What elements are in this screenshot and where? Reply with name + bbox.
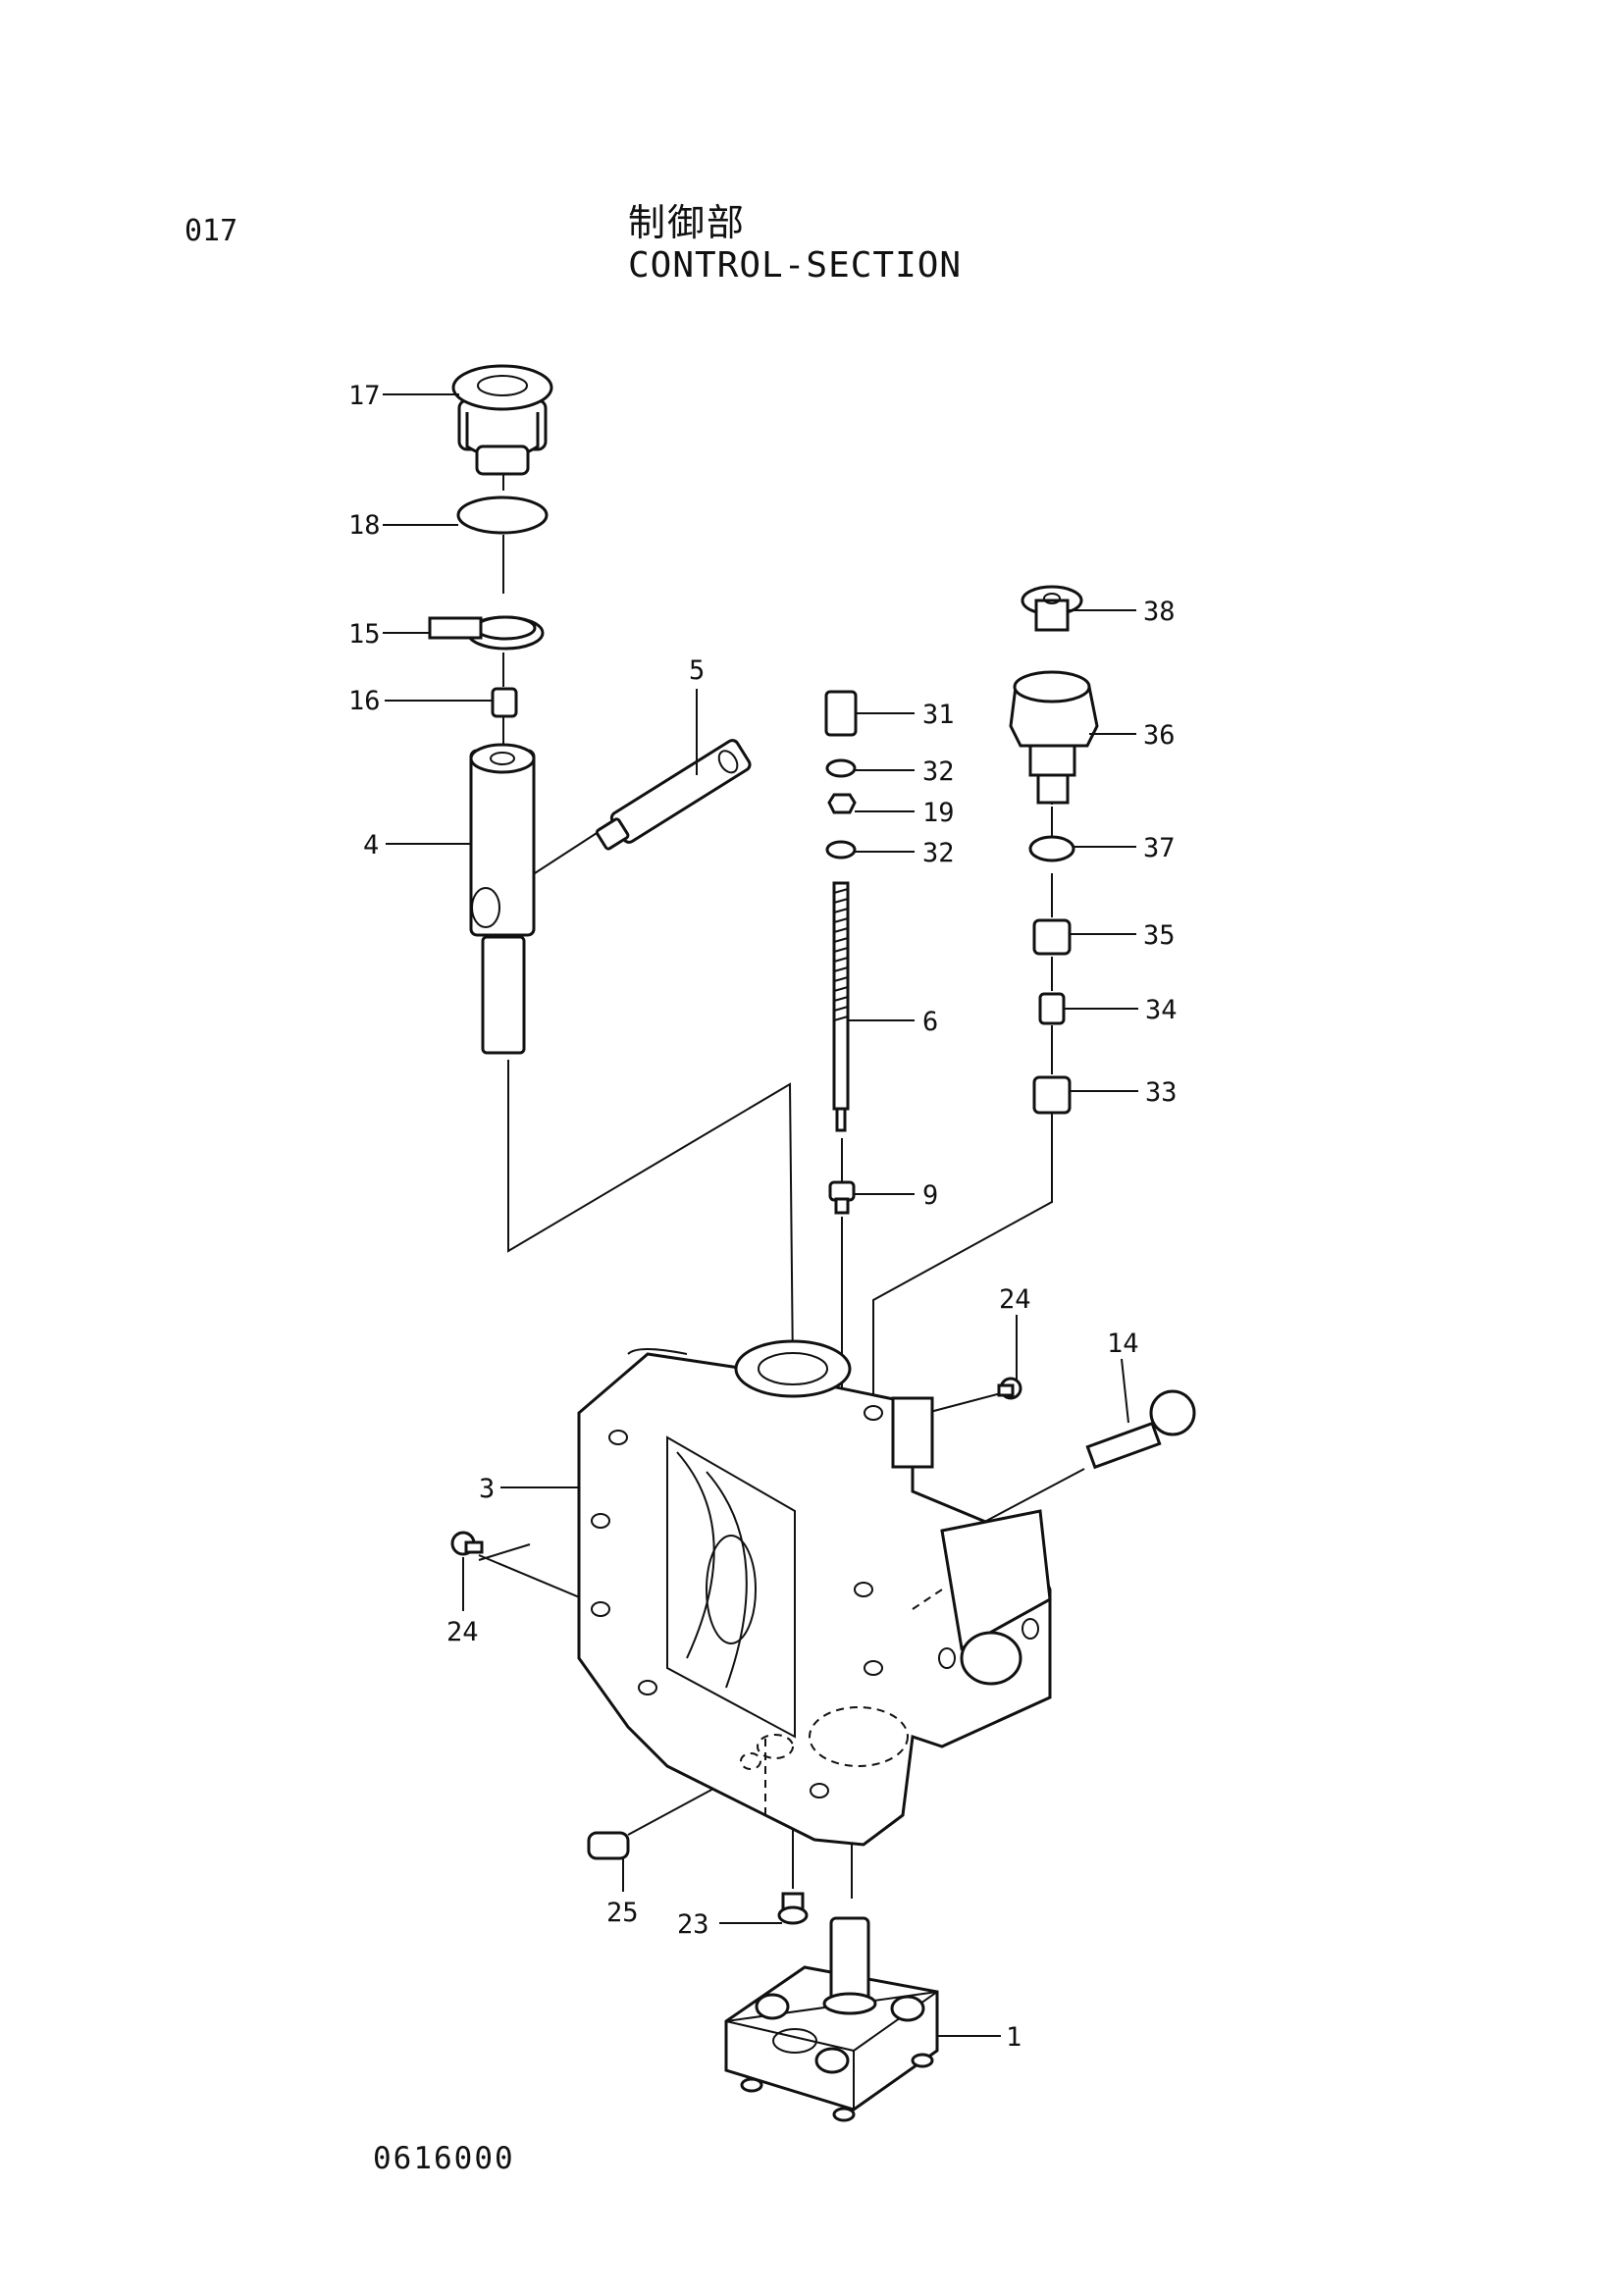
part-14-bolt bbox=[1085, 1389, 1196, 1470]
part-6-rod bbox=[832, 881, 850, 1132]
part-9-screw bbox=[828, 1180, 856, 1215]
part-15-backup-ring bbox=[428, 615, 545, 651]
callout-6: 6 bbox=[922, 1007, 938, 1037]
callout-23: 23 bbox=[677, 1909, 709, 1940]
callout-33: 33 bbox=[1145, 1077, 1178, 1108]
callout-32a: 32 bbox=[922, 756, 955, 787]
part-16-set-screw bbox=[491, 687, 518, 718]
part-3-housing bbox=[577, 1339, 1052, 1847]
callout-32b: 32 bbox=[922, 838, 955, 868]
callout-1: 1 bbox=[1006, 2022, 1022, 2053]
part-33-plug bbox=[1032, 1075, 1072, 1115]
title-english: CONTROL-SECTION bbox=[628, 245, 963, 286]
callout-24b: 24 bbox=[446, 1617, 479, 1647]
part-19-nut bbox=[827, 793, 857, 814]
callout-34: 34 bbox=[1145, 995, 1178, 1025]
callout-31: 31 bbox=[922, 700, 955, 730]
callout-14: 14 bbox=[1107, 1329, 1139, 1359]
callout-4: 4 bbox=[363, 830, 379, 860]
part-35-spring-seat bbox=[1032, 918, 1072, 956]
part-25-pin bbox=[587, 1831, 630, 1860]
leader-lines bbox=[383, 393, 1138, 2037]
callout-9: 9 bbox=[922, 1180, 938, 1211]
part-5-pin bbox=[595, 739, 752, 851]
callout-labels: 17 18 15 16 4 5 31 32 19 32 6 9 38 36 37… bbox=[348, 381, 1178, 2053]
callout-17: 17 bbox=[348, 381, 381, 411]
part-18-o-ring bbox=[456, 495, 549, 535]
callout-15: 15 bbox=[348, 619, 381, 650]
title-japanese: 制御部 bbox=[628, 201, 747, 244]
callout-24a: 24 bbox=[999, 1284, 1031, 1315]
callout-35: 35 bbox=[1143, 920, 1176, 951]
part-37-seal bbox=[1028, 835, 1075, 862]
part-17-plug bbox=[451, 364, 553, 476]
part-24-screw-top bbox=[997, 1377, 1022, 1400]
part-24-screw-left bbox=[450, 1531, 484, 1556]
callout-3: 3 bbox=[479, 1474, 495, 1504]
part-38-plug bbox=[1021, 585, 1083, 632]
part-1-cover-plate bbox=[724, 1916, 939, 2122]
callout-38: 38 bbox=[1143, 597, 1176, 627]
drawing-code: 0616000 bbox=[373, 2141, 515, 2176]
part-32-washer-a bbox=[825, 758, 857, 778]
part-31-cap-nut bbox=[824, 690, 858, 737]
part-34-spool bbox=[1038, 992, 1066, 1025]
page-number: 017 bbox=[184, 214, 238, 248]
part-36-housing bbox=[1009, 670, 1099, 805]
part-23-screw bbox=[777, 1892, 809, 1925]
callout-36: 36 bbox=[1143, 720, 1176, 751]
callout-25: 25 bbox=[606, 1898, 639, 1928]
callout-5: 5 bbox=[689, 655, 705, 686]
callout-16: 16 bbox=[348, 686, 381, 716]
callout-18: 18 bbox=[348, 510, 381, 541]
part-32-washer-b bbox=[825, 840, 857, 860]
callout-37: 37 bbox=[1143, 833, 1176, 863]
callout-19: 19 bbox=[922, 798, 955, 828]
part-4-sleeve bbox=[469, 743, 536, 1055]
